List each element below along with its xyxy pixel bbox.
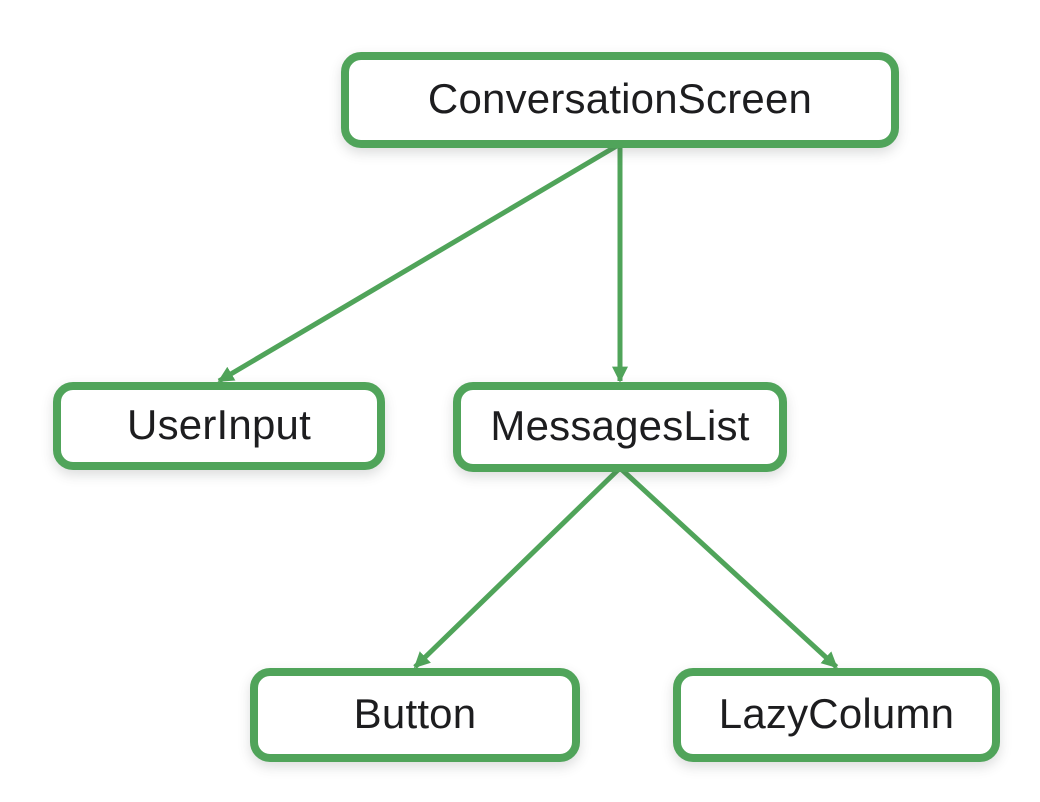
node-conversation-screen-label: ConversationScreen [427, 75, 813, 122]
node-button: Button [250, 668, 580, 762]
node-user-input-label: UserInput [127, 401, 311, 448]
tree-edge-conversation-screen-to-user-input [217, 141, 622, 384]
node-conversation-screen: ConversationScreen [341, 52, 899, 148]
node-lazy-column: LazyColumn [673, 668, 1000, 762]
node-button-label: Button [353, 690, 477, 737]
node-lazy-column-label: LazyColumn [718, 690, 955, 737]
node-messages-list: MessagesList [453, 382, 787, 472]
node-user-input: UserInput [53, 382, 385, 470]
tree-edge-messages-list-to-lazy-column [618, 466, 839, 669]
node-messages-list-label: MessagesList [490, 402, 750, 449]
tree-edge-messages-list-to-button [413, 466, 622, 669]
